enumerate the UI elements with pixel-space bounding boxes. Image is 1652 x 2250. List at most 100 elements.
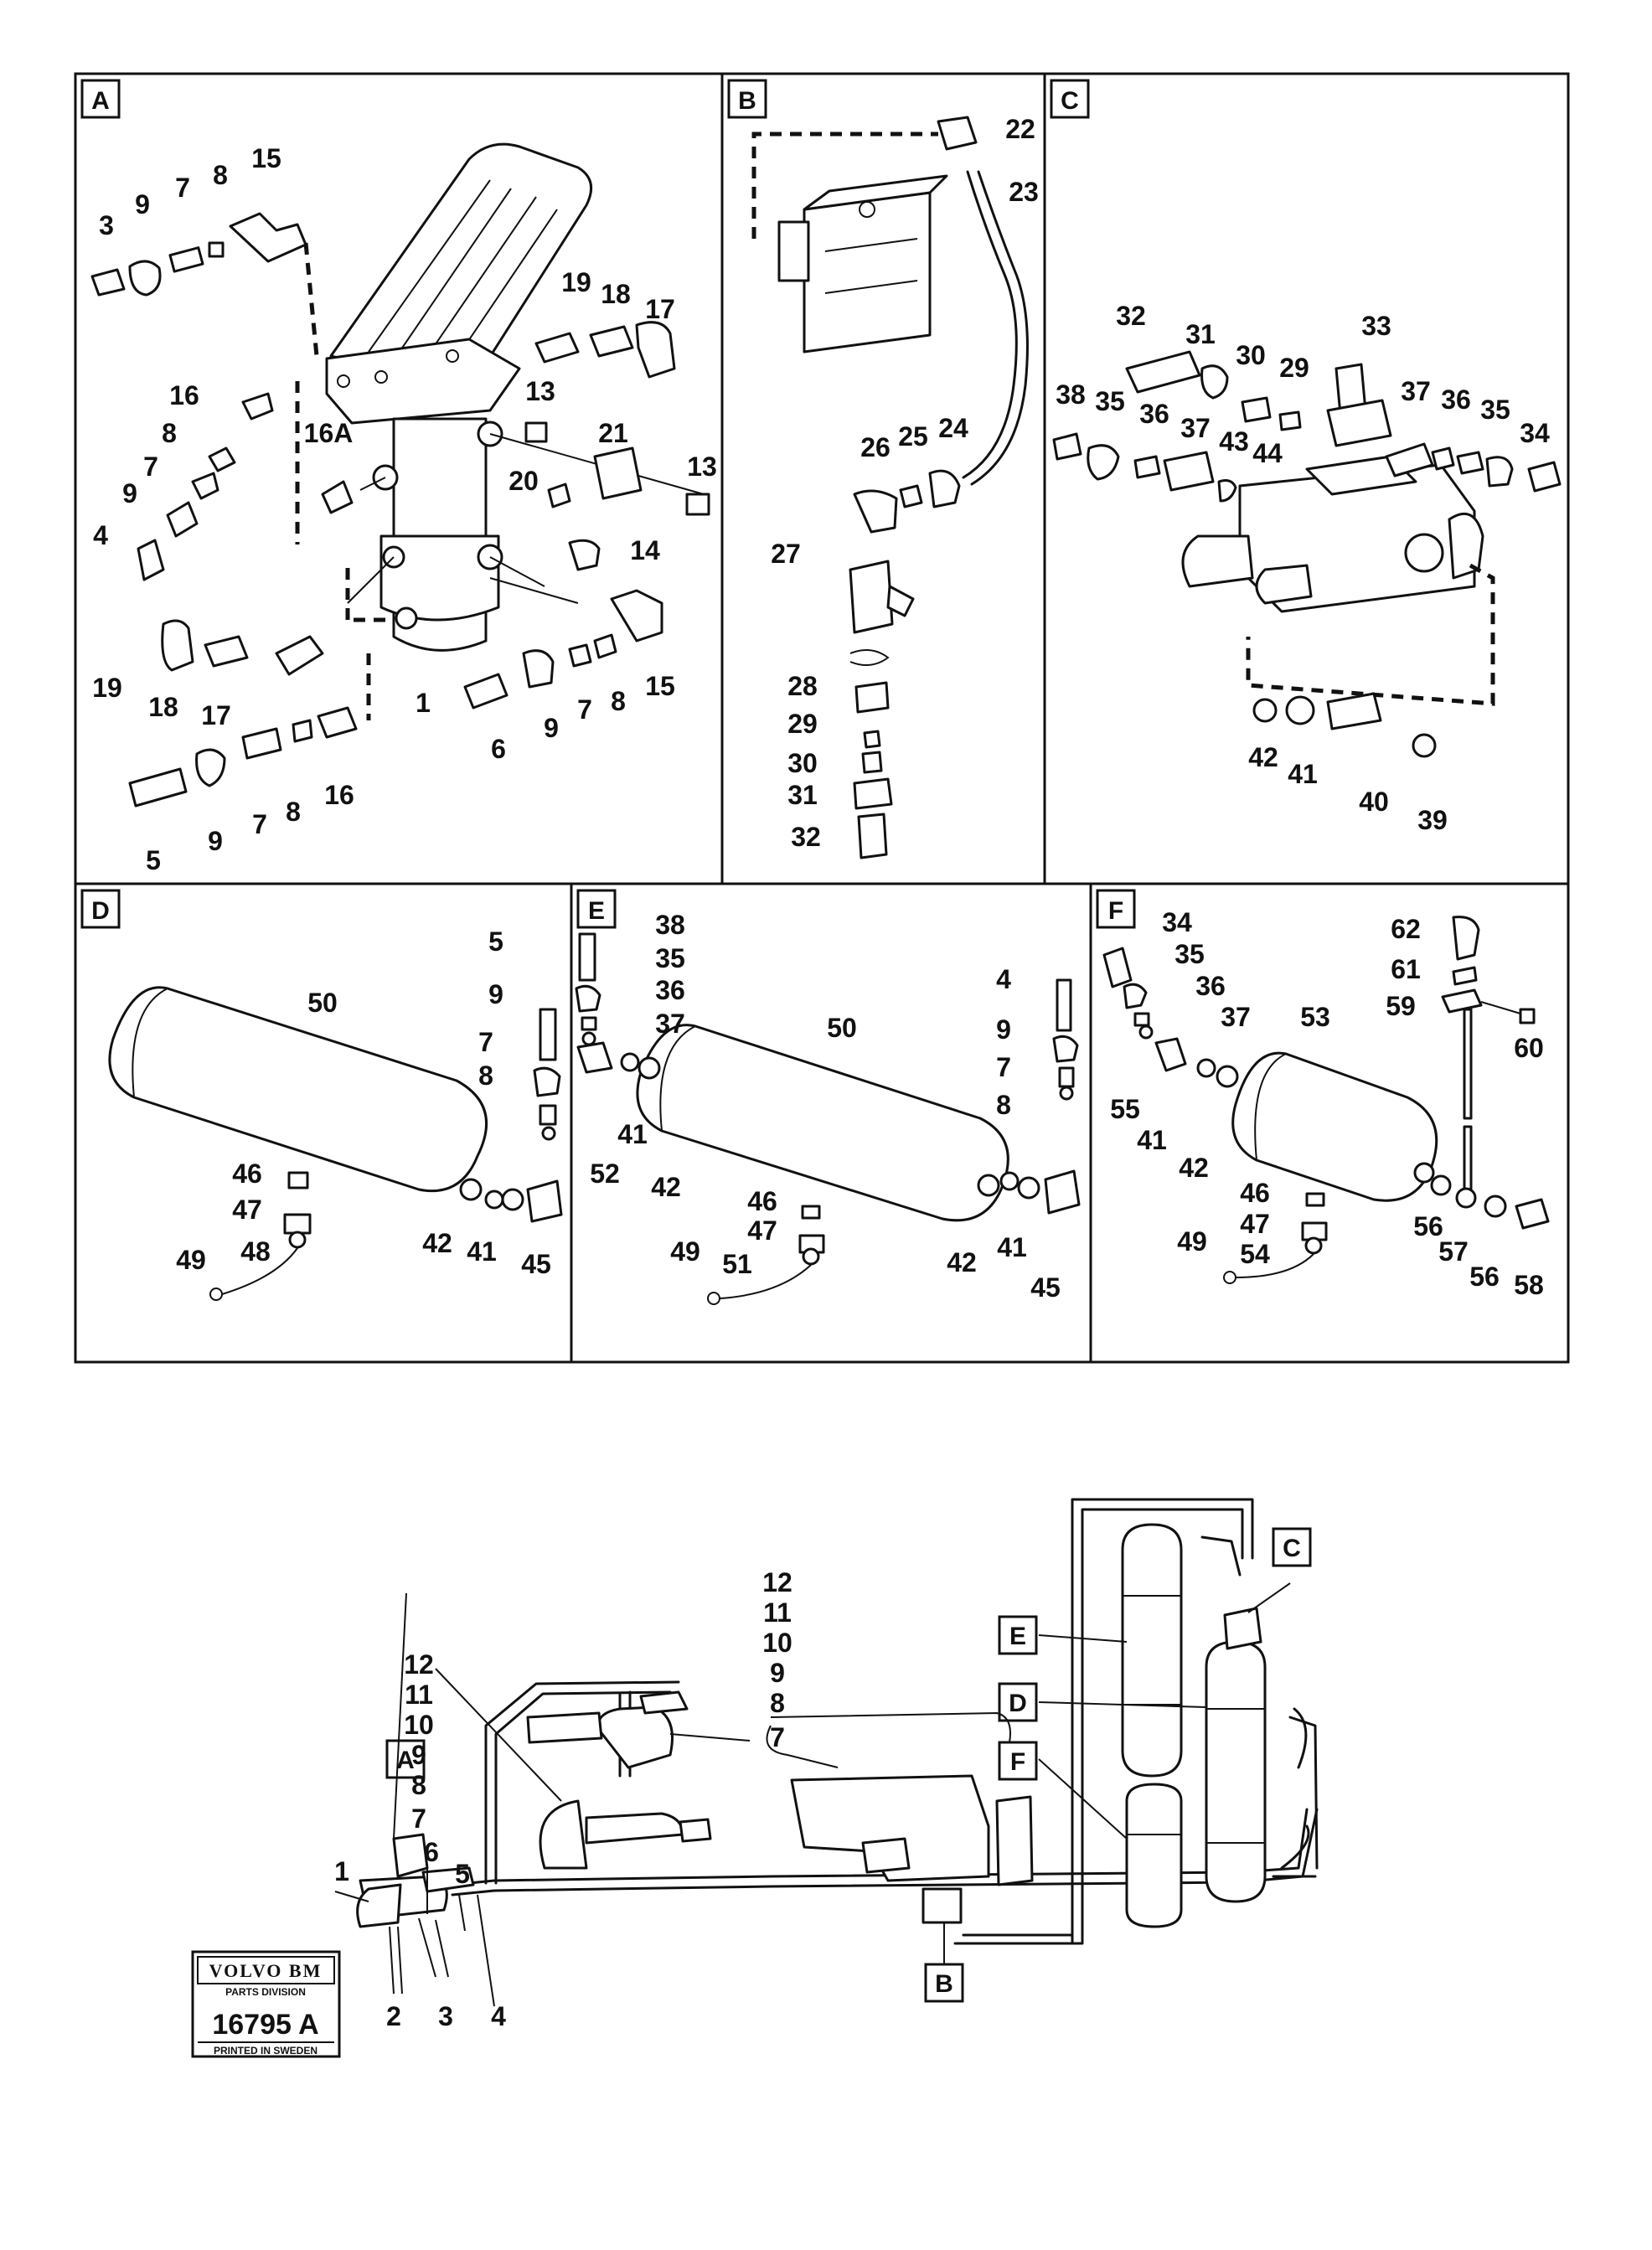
logo-footer: PRINTED IN SWEDEN: [214, 2045, 317, 2056]
callout: 41: [1288, 759, 1318, 789]
callout: 42: [1248, 742, 1278, 772]
callout: 4: [996, 964, 1011, 994]
callout: 40: [1359, 787, 1389, 817]
callout: 20: [509, 466, 539, 496]
callout: 29: [787, 709, 818, 739]
callout: 42: [651, 1172, 681, 1202]
callout: 7: [996, 1052, 1011, 1082]
callout: 34: [1162, 907, 1192, 937]
callout: 11: [763, 1597, 792, 1628]
callout: 42: [422, 1228, 452, 1258]
panel-tag-D: D: [80, 889, 121, 929]
callout: 25: [898, 421, 928, 452]
callout: 23: [1009, 177, 1039, 207]
callout: 7: [770, 1722, 785, 1752]
panel-tag-E-label: E: [588, 897, 605, 925]
panel-d-drawing: [108, 986, 563, 1301]
callout: 10: [404, 1710, 434, 1740]
callout: 22: [1005, 114, 1035, 144]
callouts-panel-e: 38 35 36 37 50 4 9 7 8 52 41 42 46 47 49…: [590, 910, 1061, 1303]
callout: 29: [1279, 353, 1309, 383]
callout: 47: [747, 1215, 777, 1246]
callout: 14: [630, 535, 660, 565]
callout: 57: [1438, 1236, 1469, 1267]
callout: 16: [324, 780, 354, 810]
callout: 8: [478, 1060, 493, 1091]
callout: 31: [1185, 319, 1216, 349]
callout: 4: [491, 2001, 506, 2031]
callouts-panel-a: 3 9 7 8 15 19 18 17 13 21 13 16 8 16A 7 …: [92, 143, 717, 875]
overview-tags: A B C D E F: [396, 1535, 1301, 1998]
callout: 44: [1252, 438, 1283, 468]
callout: 16A: [304, 418, 354, 448]
callout: 12: [404, 1649, 434, 1680]
panel-tag-B: B: [727, 79, 767, 119]
callout: 3: [438, 2001, 453, 2031]
callout: 37: [655, 1009, 685, 1039]
logo-brand: VOLVO BM: [209, 1960, 323, 1981]
callout: 46: [747, 1186, 777, 1216]
callout: 62: [1391, 914, 1421, 944]
callout: 4: [93, 520, 108, 550]
callouts-panel-d: 50 5 9 7 8 46 47 49 48 42 41 45: [176, 926, 551, 1279]
overview-tag-F: F: [1010, 1748, 1025, 1776]
callout: 46: [232, 1159, 262, 1189]
panel-f-drawing: [1102, 916, 1550, 1284]
callout: 54: [1240, 1239, 1270, 1269]
panel-b-drawing: [751, 116, 1029, 859]
callout: 7: [175, 173, 190, 203]
callout: 18: [601, 279, 631, 309]
callout: 36: [1195, 971, 1226, 1001]
callout: 31: [787, 780, 818, 810]
callout: 32: [791, 822, 821, 852]
callout: 8: [162, 418, 177, 448]
logo-number: 16795 A: [212, 2009, 318, 2041]
callout: 5: [455, 1859, 470, 1889]
callout: 26: [860, 432, 891, 462]
callout: 35: [1095, 386, 1125, 416]
callout: 7: [252, 809, 267, 839]
callout: 55: [1110, 1094, 1140, 1124]
callout: 8: [770, 1688, 785, 1718]
callout: 56: [1413, 1211, 1443, 1241]
callout: 39: [1417, 805, 1448, 835]
panel-tag-A: A: [80, 79, 121, 119]
callout: 46: [1240, 1178, 1270, 1208]
overview-tag-C: C: [1283, 1535, 1301, 1562]
callout: 3: [99, 210, 114, 240]
callout: 45: [1030, 1272, 1061, 1303]
callout: 35: [655, 943, 685, 973]
callout: 19: [92, 673, 122, 703]
callout: 17: [645, 294, 675, 324]
callout: 41: [467, 1236, 497, 1267]
callout: 11: [405, 1680, 433, 1710]
callout: 9: [122, 478, 137, 508]
callout: 7: [478, 1027, 493, 1057]
callout: 50: [827, 1013, 857, 1043]
panel-c-drawing: [1052, 350, 1562, 758]
panel-tag-C-label: C: [1061, 87, 1079, 115]
callout: 12: [762, 1567, 792, 1597]
callout: 9: [488, 979, 503, 1009]
callout: 28: [787, 671, 818, 701]
callout: 42: [1179, 1153, 1209, 1183]
callout: 36: [1139, 399, 1169, 429]
overview-tag-B: B: [935, 1970, 953, 1998]
callout: 9: [544, 713, 559, 743]
logo-division: PARTS DIVISION: [225, 1986, 306, 1998]
callout: 59: [1386, 991, 1416, 1021]
callout: 9: [411, 1740, 426, 1770]
callout: 7: [143, 452, 158, 482]
callout: 49: [1177, 1226, 1207, 1257]
callout: 56: [1469, 1262, 1500, 1292]
callout: 58: [1514, 1270, 1544, 1300]
overview-tag-E: E: [1009, 1623, 1026, 1650]
panel-frames: [74, 72, 1570, 1364]
callout: 5: [146, 845, 161, 875]
overview-tag-A: A: [396, 1747, 415, 1774]
callout: 15: [645, 671, 675, 701]
callout: 38: [1056, 379, 1086, 410]
callout: 52: [590, 1159, 620, 1189]
callout: 7: [577, 694, 592, 725]
